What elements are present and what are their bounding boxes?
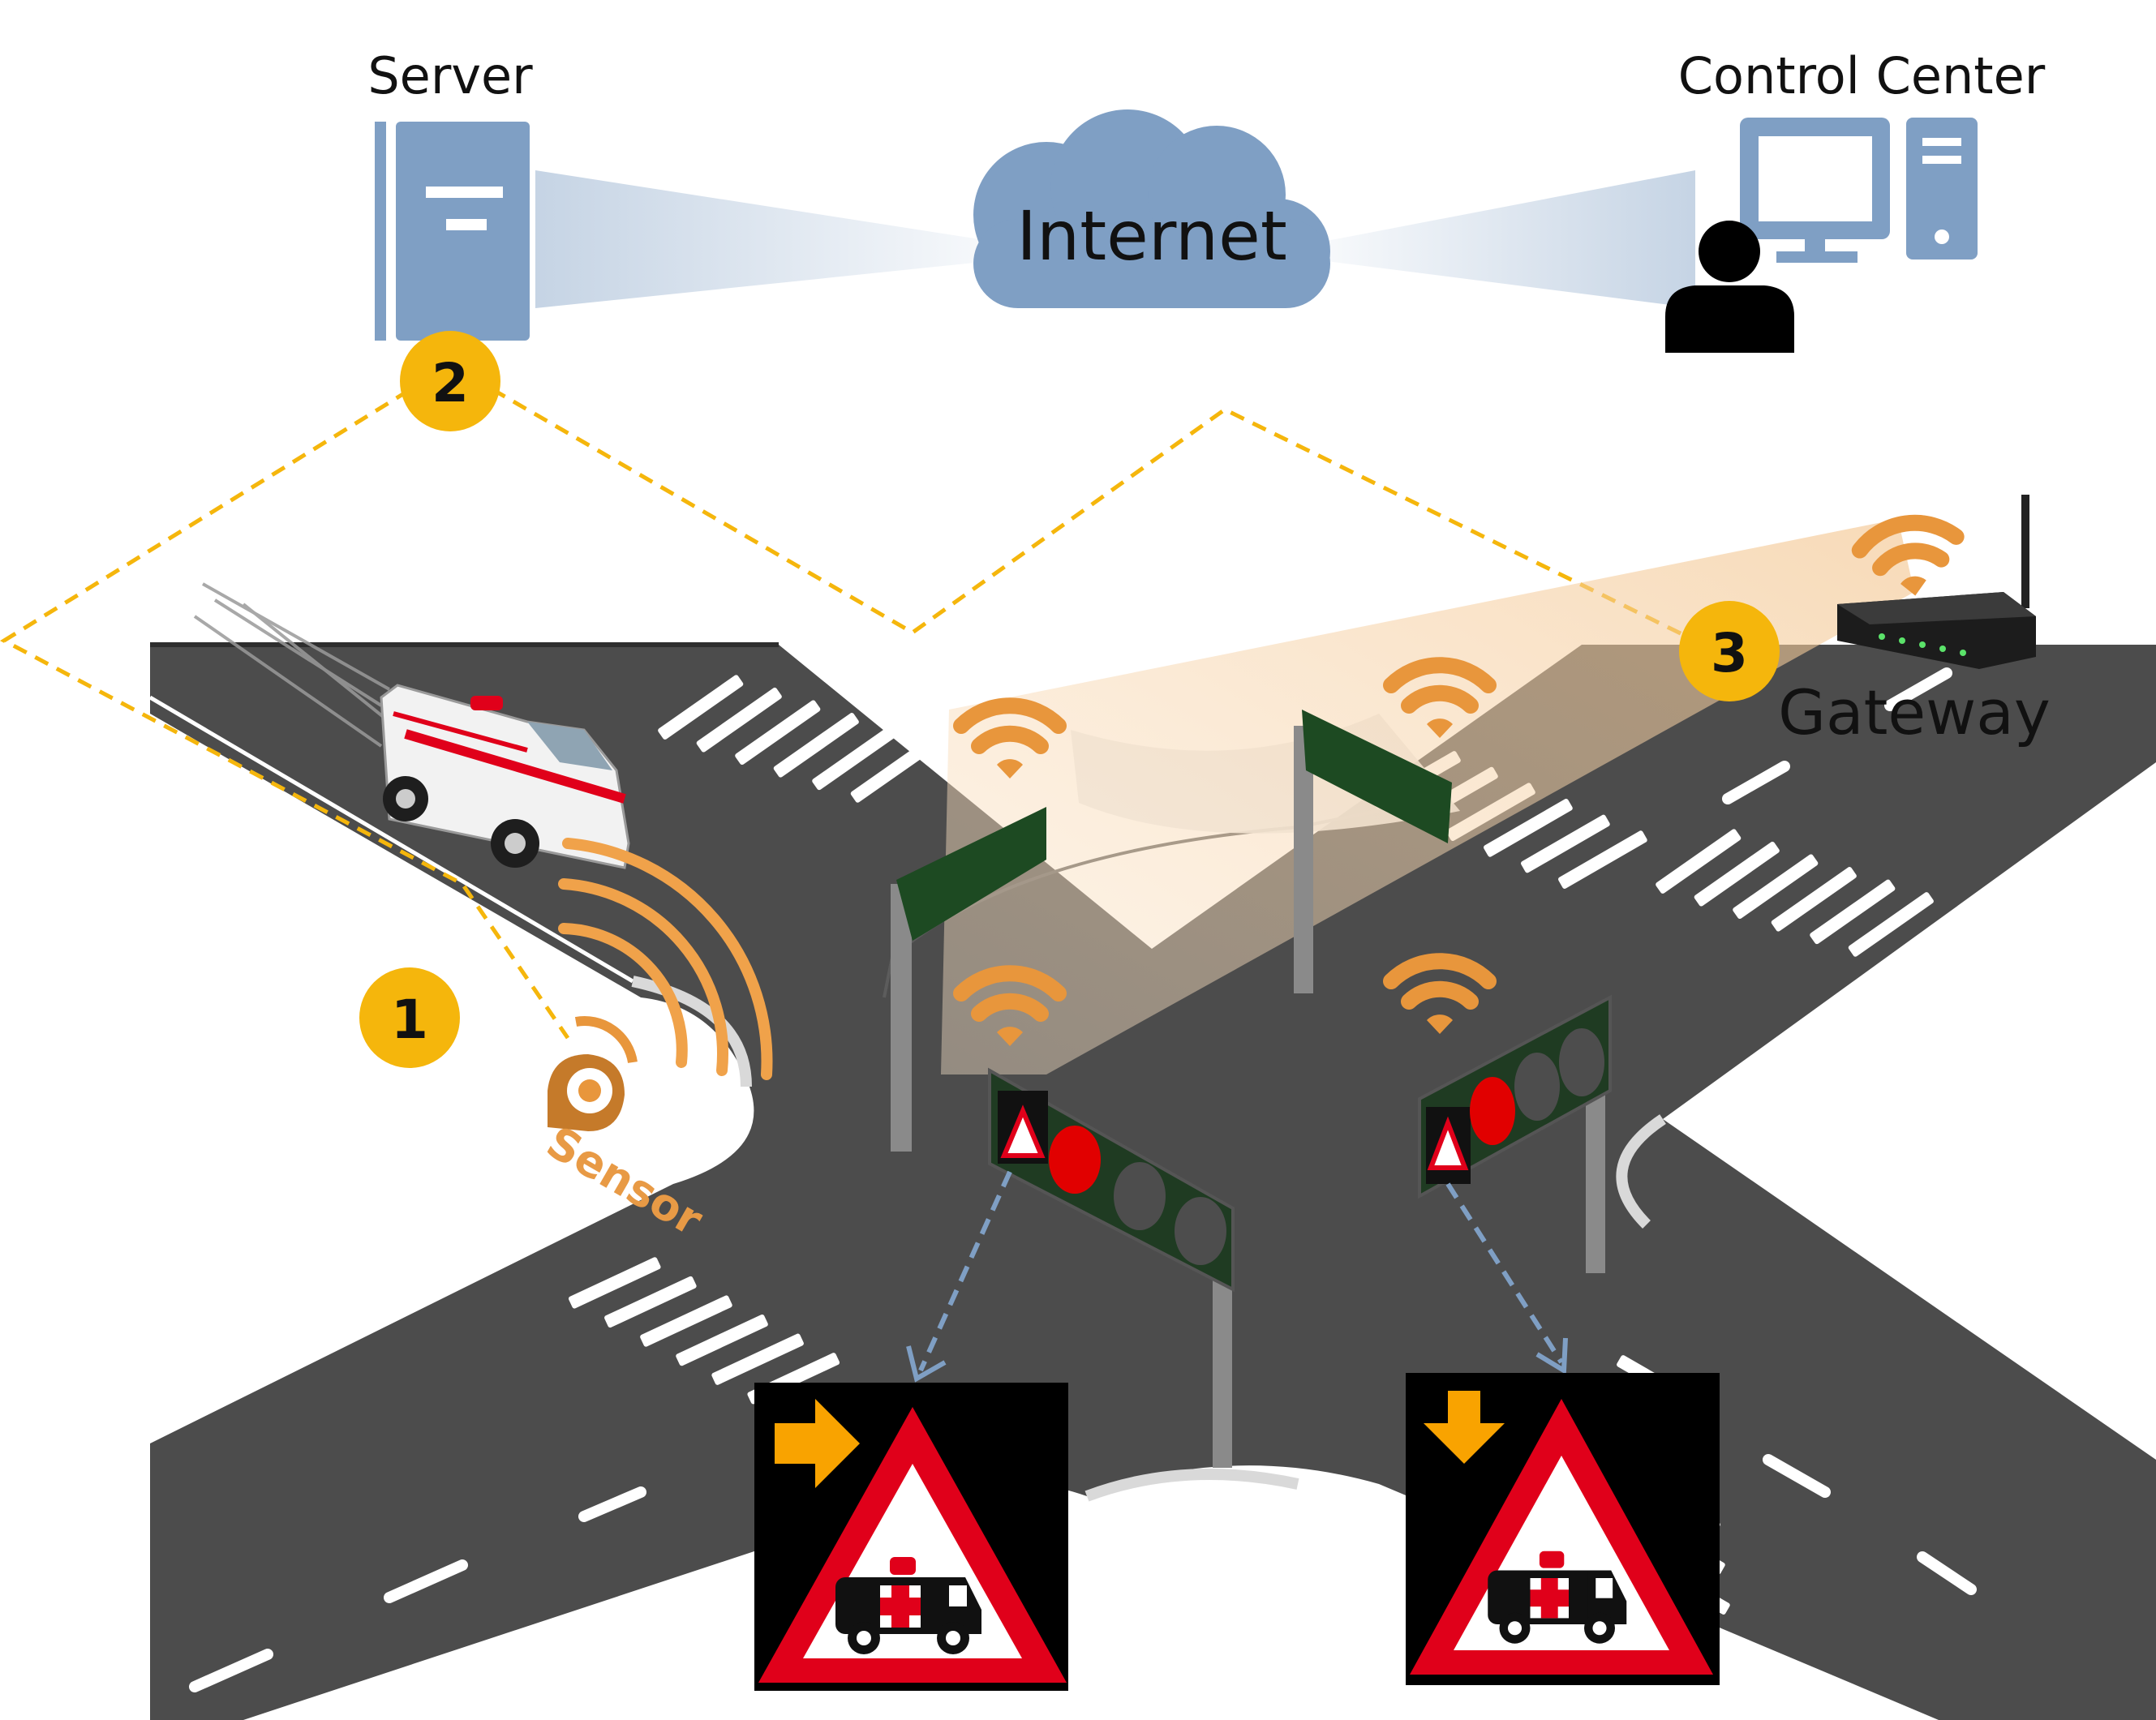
internet-label: Internet	[1016, 196, 1287, 276]
ambulance-warning-sign-icon	[1406, 1373, 1720, 1685]
step-number-2: 2	[432, 352, 469, 414]
step-badge-2: 2	[400, 331, 500, 431]
traffic-light-icon	[1418, 994, 1612, 1273]
arrow-right-icon	[775, 1399, 860, 1488]
arrow-head	[906, 1345, 947, 1383]
arrow-down-icon	[1424, 1391, 1505, 1464]
internet: Internet	[973, 109, 1330, 308]
server-icon	[375, 122, 530, 341]
control-center: Control Center	[1665, 46, 2046, 353]
server-label: Server	[367, 46, 533, 105]
server: Server 2	[367, 46, 533, 431]
step-number-1: 1	[391, 989, 428, 1051]
control-center-label: Control Center	[1678, 46, 2046, 105]
dashed-comm-links	[0, 362, 1697, 1040]
user-icon	[1665, 221, 1794, 353]
ambulance-icon	[193, 582, 630, 869]
sensor-signal-waves	[558, 838, 773, 1080]
sign-callout-arrows	[918, 1170, 1564, 1372]
gateway: 3 Gateway	[1679, 495, 2051, 748]
step-badge-1: 1	[359, 967, 460, 1068]
ambulance-indicator	[1426, 1107, 1471, 1184]
step-number-3: 3	[1711, 622, 1748, 684]
gateway-label: Gateway	[1778, 676, 2051, 748]
step-badge-3: 3	[1679, 601, 1780, 701]
router-icon	[1837, 495, 2036, 669]
street-sign-east	[1294, 710, 1452, 993]
ambulance-warning-sign-icon	[754, 1383, 1068, 1691]
arrow-head	[1535, 1337, 1568, 1375]
sensor-icon	[548, 1016, 638, 1131]
traffic-light-icon	[988, 1067, 1235, 1468]
lane-markings	[189, 667, 1977, 1692]
pc-tower-icon	[1906, 118, 1978, 260]
network-links	[535, 170, 1695, 308]
cloud-icon	[973, 109, 1330, 308]
monitor-icon	[1740, 118, 1890, 263]
street-sign-west	[891, 807, 1046, 1152]
ambulance-indicator	[998, 1091, 1048, 1164]
